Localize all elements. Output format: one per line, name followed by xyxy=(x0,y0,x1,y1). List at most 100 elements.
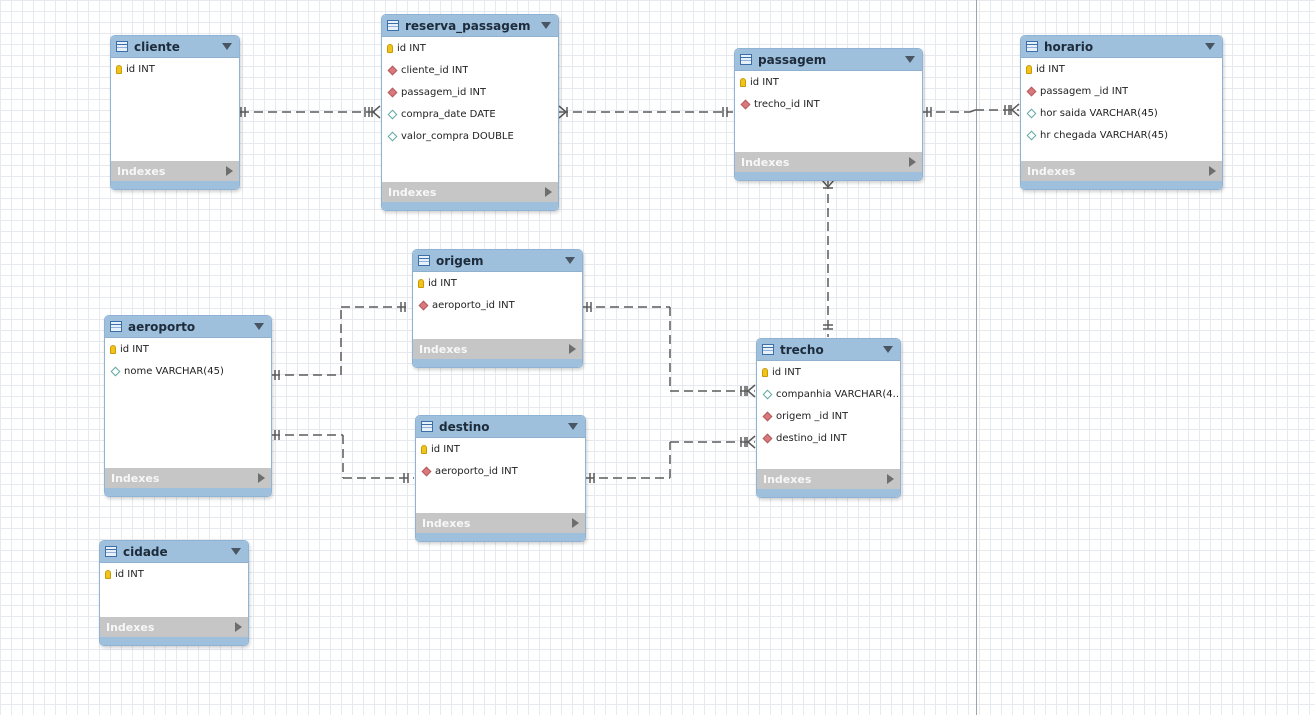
column-label: hr chegada VARCHAR(45) xyxy=(1040,129,1169,141)
collapse-arrow-icon[interactable] xyxy=(222,43,232,50)
column-row[interactable]: id INT xyxy=(382,37,558,59)
column-label: id INT xyxy=(397,42,426,54)
table-passagem-header[interactable]: passagem xyxy=(735,49,922,71)
indexes-section[interactable]: Indexes xyxy=(382,182,558,202)
column-row[interactable]: hor saida VARCHAR(45) xyxy=(1021,102,1222,124)
table-trecho[interactable]: trecho id INT companhia VARCHAR(4... ori… xyxy=(756,338,901,498)
column-label: id INT xyxy=(431,443,460,455)
column-row[interactable]: id INT xyxy=(111,58,239,80)
indexes-label: Indexes xyxy=(763,472,812,486)
column-label: id INT xyxy=(126,63,155,75)
expand-arrow-icon[interactable] xyxy=(235,622,242,632)
indexes-section[interactable]: Indexes xyxy=(100,617,248,637)
table-aeroporto[interactable]: aeroporto id INT nome VARCHAR(45) Indexe… xyxy=(104,315,272,497)
collapse-arrow-icon[interactable] xyxy=(541,22,551,29)
table-cliente[interactable]: cliente id INT Indexes xyxy=(110,35,240,190)
collapse-arrow-icon[interactable] xyxy=(905,56,915,63)
table-horario[interactable]: horario id INT passagem _id INT hor said… xyxy=(1020,35,1223,190)
table-title: passagem xyxy=(758,52,827,67)
foreign-key-icon xyxy=(421,466,432,476)
column-row[interactable]: id INT xyxy=(757,361,900,383)
expand-arrow-icon[interactable] xyxy=(572,518,579,528)
column-row[interactable]: cliente_id INT xyxy=(382,59,558,81)
table-destino-header[interactable]: destino xyxy=(416,416,585,438)
table-origem-header[interactable]: origem xyxy=(413,250,582,272)
collapse-arrow-icon[interactable] xyxy=(568,423,578,430)
cardinality-many-mark xyxy=(747,384,756,392)
indexes-section[interactable]: Indexes xyxy=(105,468,271,488)
column-row[interactable]: id INT xyxy=(105,338,271,360)
column-row[interactable]: hr chegada VARCHAR(45) xyxy=(1021,124,1222,146)
indexes-section[interactable]: Indexes xyxy=(416,513,585,533)
foreign-key-icon xyxy=(740,99,751,109)
indexes-section[interactable]: Indexes xyxy=(111,161,239,181)
expand-arrow-icon[interactable] xyxy=(1209,166,1216,176)
table-title: aeroporto xyxy=(128,319,196,334)
table-reserva-passagem-header[interactable]: reserva_passagem xyxy=(382,15,558,37)
table-icon xyxy=(116,41,128,52)
primary-key-icon xyxy=(1026,64,1032,74)
table-icon xyxy=(110,321,122,332)
expand-arrow-icon[interactable] xyxy=(258,473,265,483)
table-aeroporto-header[interactable]: aeroporto xyxy=(105,316,271,338)
cardinality-many-mark xyxy=(827,179,835,188)
collapse-arrow-icon[interactable] xyxy=(254,323,264,330)
foreign-key-icon xyxy=(387,87,398,97)
column-label: aeroporto_id INT xyxy=(432,299,515,311)
table-passagem[interactable]: passagem id INT trecho_id INT Indexes xyxy=(734,48,923,181)
column-row[interactable]: id INT xyxy=(100,563,248,585)
column-list: id INT passagem _id INT hor saida VARCHA… xyxy=(1021,58,1222,161)
table-reserva-passagem[interactable]: reserva_passagem id INT cliente_id INT p… xyxy=(381,14,559,211)
column-label: id INT xyxy=(750,76,779,88)
column-list: id INT aeroporto_id INT xyxy=(413,272,582,339)
primary-key-icon xyxy=(110,344,116,354)
column-row[interactable]: origem _id INT xyxy=(757,405,900,427)
cardinality-many-mark xyxy=(747,390,756,398)
column-row[interactable]: valor_compra DOUBLE xyxy=(382,125,558,147)
table-horario-header[interactable]: horario xyxy=(1021,36,1222,58)
column-row[interactable]: compra_date DATE xyxy=(382,103,558,125)
column-row[interactable]: aeroporto_id INT xyxy=(416,460,585,482)
expand-arrow-icon[interactable] xyxy=(569,344,576,354)
table-title: reserva_passagem xyxy=(405,18,531,33)
table-cidade[interactable]: cidade id INT Indexes xyxy=(99,540,249,646)
column-row[interactable]: destino_id INT xyxy=(757,427,900,449)
column-row[interactable]: aeroporto_id INT xyxy=(413,294,582,316)
column-row[interactable]: id INT xyxy=(1021,58,1222,80)
expand-arrow-icon[interactable] xyxy=(226,166,233,176)
column-row[interactable]: trecho_id INT xyxy=(735,93,922,115)
collapse-arrow-icon[interactable] xyxy=(231,548,241,555)
expand-arrow-icon[interactable] xyxy=(887,474,894,484)
column-row[interactable]: nome VARCHAR(45) xyxy=(105,360,271,382)
column-list: id INT trecho_id INT xyxy=(735,71,922,152)
indexes-section[interactable]: Indexes xyxy=(735,152,922,172)
collapse-arrow-icon[interactable] xyxy=(565,257,575,264)
column-row[interactable]: passagem _id INT xyxy=(1021,80,1222,102)
table-origem[interactable]: origem id INT aeroporto_id INT Indexes xyxy=(412,249,583,368)
table-cliente-header[interactable]: cliente xyxy=(111,36,239,58)
collapse-arrow-icon[interactable] xyxy=(1205,43,1215,50)
table-trecho-header[interactable]: trecho xyxy=(757,339,900,361)
column-label: valor_compra DOUBLE xyxy=(401,130,514,142)
column-row[interactable]: id INT xyxy=(735,71,922,93)
indexes-section[interactable]: Indexes xyxy=(757,469,900,489)
expand-arrow-icon[interactable] xyxy=(545,187,552,197)
column-row[interactable]: passagem_id INT xyxy=(382,81,558,103)
collapse-arrow-icon[interactable] xyxy=(883,346,893,353)
indexes-section[interactable]: Indexes xyxy=(413,339,582,359)
column-label: companhia VARCHAR(4... xyxy=(776,388,900,400)
column-list: id INT cliente_id INT passagem_id INT co… xyxy=(382,37,558,182)
attribute-icon xyxy=(1026,108,1037,118)
table-title: trecho xyxy=(780,342,824,357)
column-label: origem _id INT xyxy=(776,410,849,422)
table-cidade-header[interactable]: cidade xyxy=(100,541,248,563)
column-row[interactable]: companhia VARCHAR(4... xyxy=(757,383,900,405)
column-row[interactable]: id INT xyxy=(416,438,585,460)
column-label: passagem_id INT xyxy=(401,86,487,98)
table-destino[interactable]: destino id INT aeroporto_id INT Indexes xyxy=(415,415,586,542)
indexes-section[interactable]: Indexes xyxy=(1021,161,1222,181)
column-row[interactable]: id INT xyxy=(413,272,582,294)
expand-arrow-icon[interactable] xyxy=(909,157,916,167)
column-label: id INT xyxy=(428,277,457,289)
